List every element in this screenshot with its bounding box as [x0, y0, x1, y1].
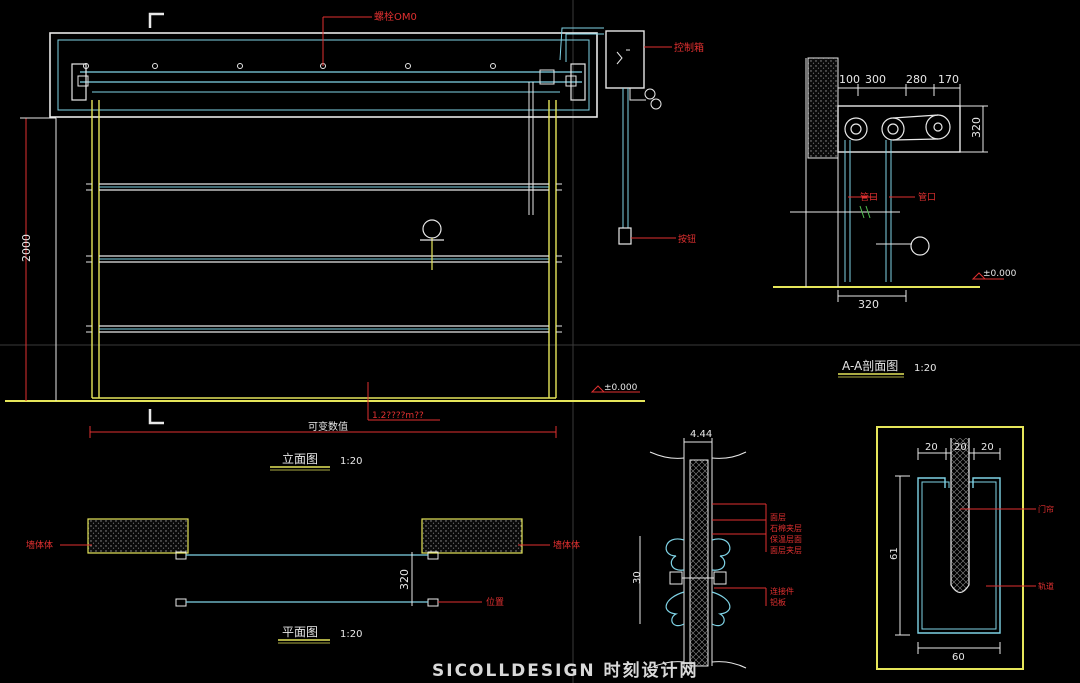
elevation-level-note: 1.2????m?? — [372, 411, 424, 421]
elevation-title: 立面图 — [282, 451, 318, 466]
section-dim-3: 280 — [906, 73, 927, 86]
track-note-2: 轨道 — [1038, 581, 1054, 591]
elevation-level: ±0.000 — [604, 383, 638, 393]
elevation-scale: 1:20 — [340, 456, 362, 467]
elevation-switch-note: 按钮 — [678, 233, 696, 245]
plan-title: 平面图 — [282, 625, 318, 639]
plan-scale: 1:20 — [340, 629, 362, 640]
elevation-width-dim: 可变数值 — [308, 420, 348, 433]
panel-layer-3: 保温层面 — [770, 534, 802, 544]
track-detail-view: 20 20 20 61 60 门帘 轨道 — [876, 426, 1054, 670]
plan-dim: 320 — [398, 569, 411, 590]
center-marker — [420, 219, 444, 270]
plan-wall-right: 墙体体 — [553, 539, 580, 551]
section-dim-right: 320 — [970, 117, 983, 138]
panel-layer-1: 面层 — [770, 513, 786, 522]
plan-wall-left: 墙体体 — [26, 539, 53, 551]
panel-joint-1: 连接件 — [770, 586, 794, 596]
panel-detail-view: 4.44 30 面层 石棉夹层 保温层面 面层夹层 连接件 铝板 — [632, 429, 802, 669]
panel-joint-2: 铝板 — [770, 597, 786, 607]
panel-layer-2: 石棉夹层 — [770, 523, 802, 533]
panel-dim-side: 30 — [632, 571, 643, 584]
track-dim-top-1: 20 — [925, 442, 938, 453]
section-title: A-A剖面图 — [842, 359, 898, 373]
section-note-right: 管口 — [918, 191, 936, 203]
plan-view: 墙体体 墙体体 320 位置 平面图 1:20 — [26, 518, 580, 644]
elevation-top-note: 螺栓OM0 — [374, 10, 417, 23]
watermark: SICOLLDESIGN 时刻设计网 — [432, 661, 699, 681]
section-dim-2: 300 — [865, 73, 886, 86]
section-scale: 1:20 — [914, 363, 936, 374]
section-note-left: 管口 — [860, 191, 878, 203]
track-dim-side: 61 — [889, 547, 900, 560]
elevation-height-dim: 2000 — [20, 234, 33, 262]
track-note-1: 门帘 — [1038, 504, 1054, 514]
section-dim-bottom: 320 — [858, 298, 879, 311]
panel-dim-top: 4.44 — [690, 429, 712, 440]
section-level: ±0.000 — [983, 269, 1017, 279]
section-aa-view: 100 300 280 170 320 320 管口 管口 ±0.000 A-A… — [773, 57, 1017, 378]
section-dim-1: 100 — [839, 73, 860, 86]
panel-layer-4: 面层夹层 — [770, 545, 802, 555]
plan-note: 位置 — [486, 596, 504, 608]
elevation-view: 螺栓OM0 控制箱 按钮 2000 可变数值 ±0.000 1.2????m??… — [5, 10, 704, 471]
track-dim-top-3: 20 — [981, 442, 994, 453]
section-dim-4: 170 — [938, 73, 959, 86]
elevation-control-box-note: 控制箱 — [674, 41, 704, 54]
track-dim-bottom: 60 — [952, 652, 965, 663]
track-dim-top-2: 20 — [954, 442, 967, 453]
